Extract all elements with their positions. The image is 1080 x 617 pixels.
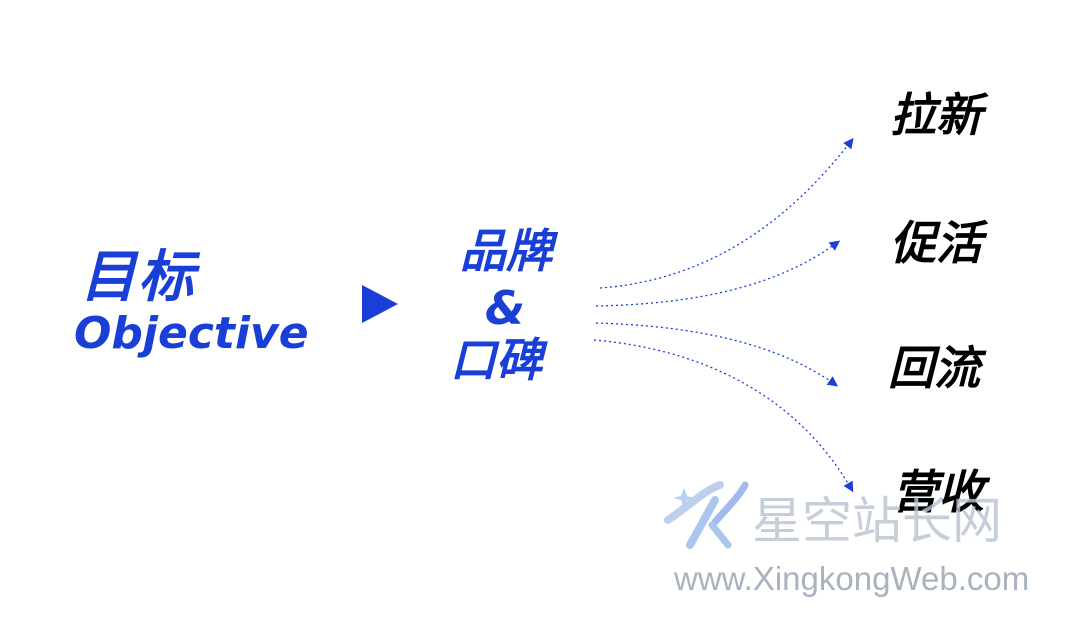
connector-to-outcome-1	[599, 137, 854, 289]
outcome-1: 拉新	[890, 88, 982, 142]
goal-subtitle: Objective	[74, 308, 309, 359]
outcome-3: 回流	[888, 341, 980, 395]
connector-to-outcome-3	[595, 322, 839, 387]
outcome-4: 营收	[892, 465, 984, 519]
xingkong-logo-icon	[664, 481, 749, 549]
center-line-3: 口碑	[450, 333, 542, 387]
connector-to-outcome-2	[595, 240, 841, 307]
connector-to-outcome-4	[593, 339, 854, 493]
triangle-right-icon	[362, 285, 398, 323]
outcome-2: 促活	[890, 216, 982, 270]
goal-title: 目标	[80, 245, 196, 310]
watermark-url: www.XingkongWeb.com	[674, 560, 1030, 597]
center-line-1: 品牌	[460, 224, 552, 278]
center-line-2: &	[485, 281, 526, 335]
watermark-name: 星空站长网	[752, 492, 1002, 550]
